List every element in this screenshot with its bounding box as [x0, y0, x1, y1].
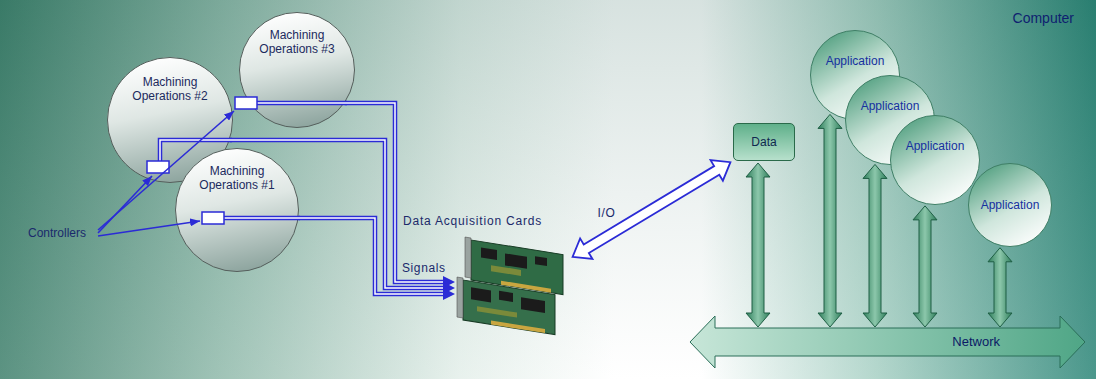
signal-wire [257, 101, 347, 106]
connector [573, 160, 731, 259]
data-box: Data [733, 123, 795, 161]
connector [818, 114, 842, 327]
circle-outline [890, 115, 980, 205]
connector [298, 218, 455, 300]
network-link-arrow [746, 163, 770, 327]
signal-wire [160, 140, 232, 161]
connector [988, 248, 1012, 327]
connector [345, 103, 455, 288]
signal-wire-inner [224, 217, 300, 219]
signal-line-inner [298, 218, 445, 294]
connector [746, 163, 770, 327]
network-link-arrow [818, 114, 842, 327]
application-circle: Application [890, 115, 980, 205]
machining-circle: Machining Operations #3 [239, 12, 355, 128]
card-picture [455, 238, 570, 348]
io-arrow [573, 160, 731, 259]
signal-wire-inner [160, 140, 232, 161]
node-text: Application [815, 54, 895, 68]
connector [913, 206, 937, 327]
edge-label: I/O [598, 206, 616, 220]
signal-wire [224, 216, 300, 221]
signal-wire-inner [257, 102, 347, 104]
node-text: Machining Operations #3 [254, 28, 340, 56]
circle-shape [891, 116, 980, 205]
controller-box [235, 97, 257, 109]
node-text: Machining Operations #1 [192, 164, 282, 192]
node-text: Application [895, 139, 975, 153]
leader-arrow [98, 221, 200, 236]
node-text: Data [734, 124, 794, 160]
network-arrow-shape [690, 316, 1085, 368]
computer-panel: ComputerDataApplicationApplicationApplic… [640, 0, 1096, 379]
circle-shape [240, 13, 355, 128]
network-arrow [715, 328, 1060, 356]
circle-shape [176, 149, 299, 272]
leader-arrow [98, 111, 234, 230]
signal-line-inner [345, 103, 445, 282]
signal-line [345, 103, 445, 282]
circle-shape [969, 164, 1052, 247]
node-text: Machining Operations #2 [125, 75, 215, 103]
node-text: Application [972, 198, 1048, 212]
card-illustration [457, 277, 555, 335]
node-text: Computer [640, 0, 1096, 26]
signal-line [298, 218, 445, 294]
leader-arrow [98, 176, 152, 233]
network-bus: Network [715, 328, 1060, 356]
callout-label: Controllers [28, 226, 86, 240]
network-link-arrow [988, 248, 1012, 327]
node-text: Network [715, 328, 1060, 356]
node-text: Application [850, 99, 930, 113]
machining-circle: Machining Operations #1 [175, 148, 299, 272]
connector [863, 164, 887, 327]
node-text: Data Acquisition Cards [403, 214, 542, 228]
arrowhead [443, 288, 455, 300]
network-link-arrow [913, 206, 937, 327]
data-acquisition-cards: Data Acquisition Cards [455, 238, 570, 348]
controller-box [202, 212, 224, 224]
application-circle: Application [968, 163, 1052, 247]
network-link-arrow [863, 164, 887, 327]
edge-label: Signals [402, 261, 446, 275]
controller-box [147, 161, 169, 173]
